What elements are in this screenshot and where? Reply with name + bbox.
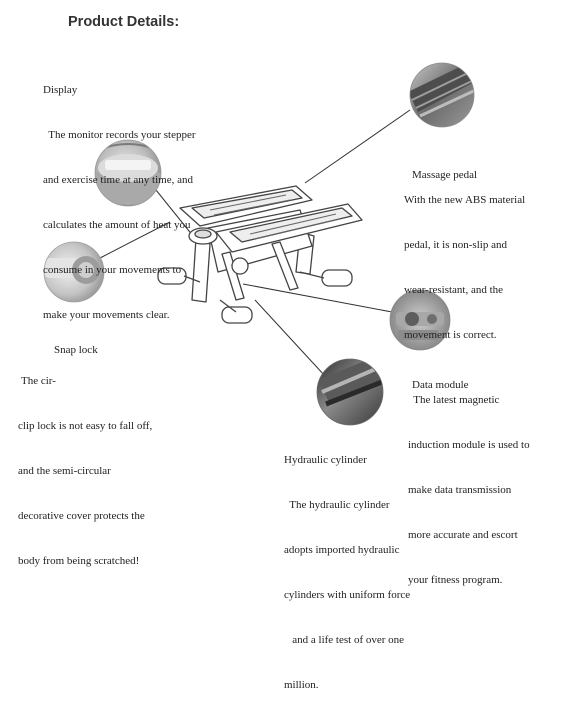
- page-title: Product Details:: [68, 14, 180, 30]
- display-desc-line: calculates the amount of heat you: [43, 219, 191, 231]
- leader-display: [155, 189, 194, 237]
- snap-lock-desc-line: body from being scratched!: [18, 555, 140, 567]
- data-module-desc-line: your fitness program.: [408, 574, 503, 586]
- product-illustration: [43, 62, 475, 426]
- massage-pedal-desc-line: With the new ABS material: [404, 194, 526, 206]
- massage-pedal-title: Massage pedal: [412, 169, 478, 181]
- display-feature: Display The monitor records your stepper…: [43, 53, 196, 353]
- display-desc-line: consume in your movements to: [43, 264, 182, 276]
- leader-lines: [99, 109, 411, 377]
- snap-lock-detail-image: [43, 241, 105, 303]
- leader-snap-lock: [99, 221, 171, 259]
- massage-pedal-detail-image: [409, 62, 475, 128]
- massage-pedal-desc-line: wear-resistant, and the: [404, 284, 504, 296]
- data-module-detail-image: [389, 289, 451, 351]
- data-module-desc-line: induction module is used to: [408, 439, 530, 451]
- hydraulic-left: [221, 251, 245, 301]
- snap-lock-desc-line: decorative cover protects the: [18, 510, 145, 522]
- display-desc-line: and exercise time at any time, and: [43, 174, 193, 186]
- data-module-description: The latest magnetic induction module is …: [408, 363, 530, 618]
- snap-lock-title: Snap lock: [54, 344, 98, 356]
- data-module-feature: Data module: [412, 348, 469, 423]
- massage-pedal-desc-line: pedal, it is non-slip and: [404, 239, 507, 251]
- hydraulic-cylinder-desc-line: adopts imported hydraulic: [284, 544, 400, 556]
- leader-data-module: [242, 283, 393, 313]
- foot-rear-right: [321, 269, 353, 287]
- hydraulic-cylinder-desc-line: million.: [284, 679, 319, 691]
- hydraulic-right: [271, 241, 299, 291]
- data-module-desc-line: make data transmission: [408, 484, 512, 496]
- hydraulic-cylinder-title: Hydraulic cylinder: [284, 454, 367, 466]
- snap-lock-feature: Snap lock: [54, 313, 98, 388]
- massage-pedal-description: With the new ABS material pedal, it is n…: [404, 163, 525, 373]
- massage-pedal-desc-line: movement is correct.: [404, 329, 497, 341]
- snap-lock-desc-line: and the semi-circular: [18, 465, 111, 477]
- stepper-device: [157, 185, 363, 324]
- snap-lock-desc-line: clip lock is not easy to fall off,: [18, 420, 153, 432]
- product-details-page: Product Details:: [18, 14, 530, 691]
- snap-lock-description: The cir- clip lock is not easy to fall o…: [18, 344, 152, 599]
- massage-pedal-feature: Massage pedal: [412, 138, 477, 213]
- data-module-title: Data module: [412, 379, 469, 391]
- leader-massage-pedal: [304, 109, 411, 184]
- display-desc-line: The monitor records your stepper: [43, 129, 196, 141]
- display-desc-line: make your movements clear.: [43, 309, 170, 321]
- hydraulic-cylinder-detail-image: [316, 358, 384, 426]
- data-module-desc-line: more accurate and escort: [408, 529, 518, 541]
- hydraulic-cylinder-desc-line: and a life test of over one: [284, 634, 405, 646]
- display-title: Display: [43, 84, 78, 96]
- foot-rear-left: [157, 267, 187, 285]
- snap-lock-knob: [231, 257, 249, 275]
- foot-front: [221, 306, 253, 324]
- hydraulic-cylinder-feature: Hydraulic cylinder The hydraulic cylinde…: [284, 423, 410, 723]
- leader-hydraulic-cylinder: [254, 299, 326, 377]
- snap-lock-desc-line: The cir-: [21, 375, 56, 387]
- hydraulic-cylinder-desc-line: cylinders with uniform force: [284, 589, 411, 601]
- data-module-desc-line: The latest magnetic: [408, 394, 500, 406]
- hydraulic-cylinder-desc-line: The hydraulic cylinder: [284, 499, 390, 511]
